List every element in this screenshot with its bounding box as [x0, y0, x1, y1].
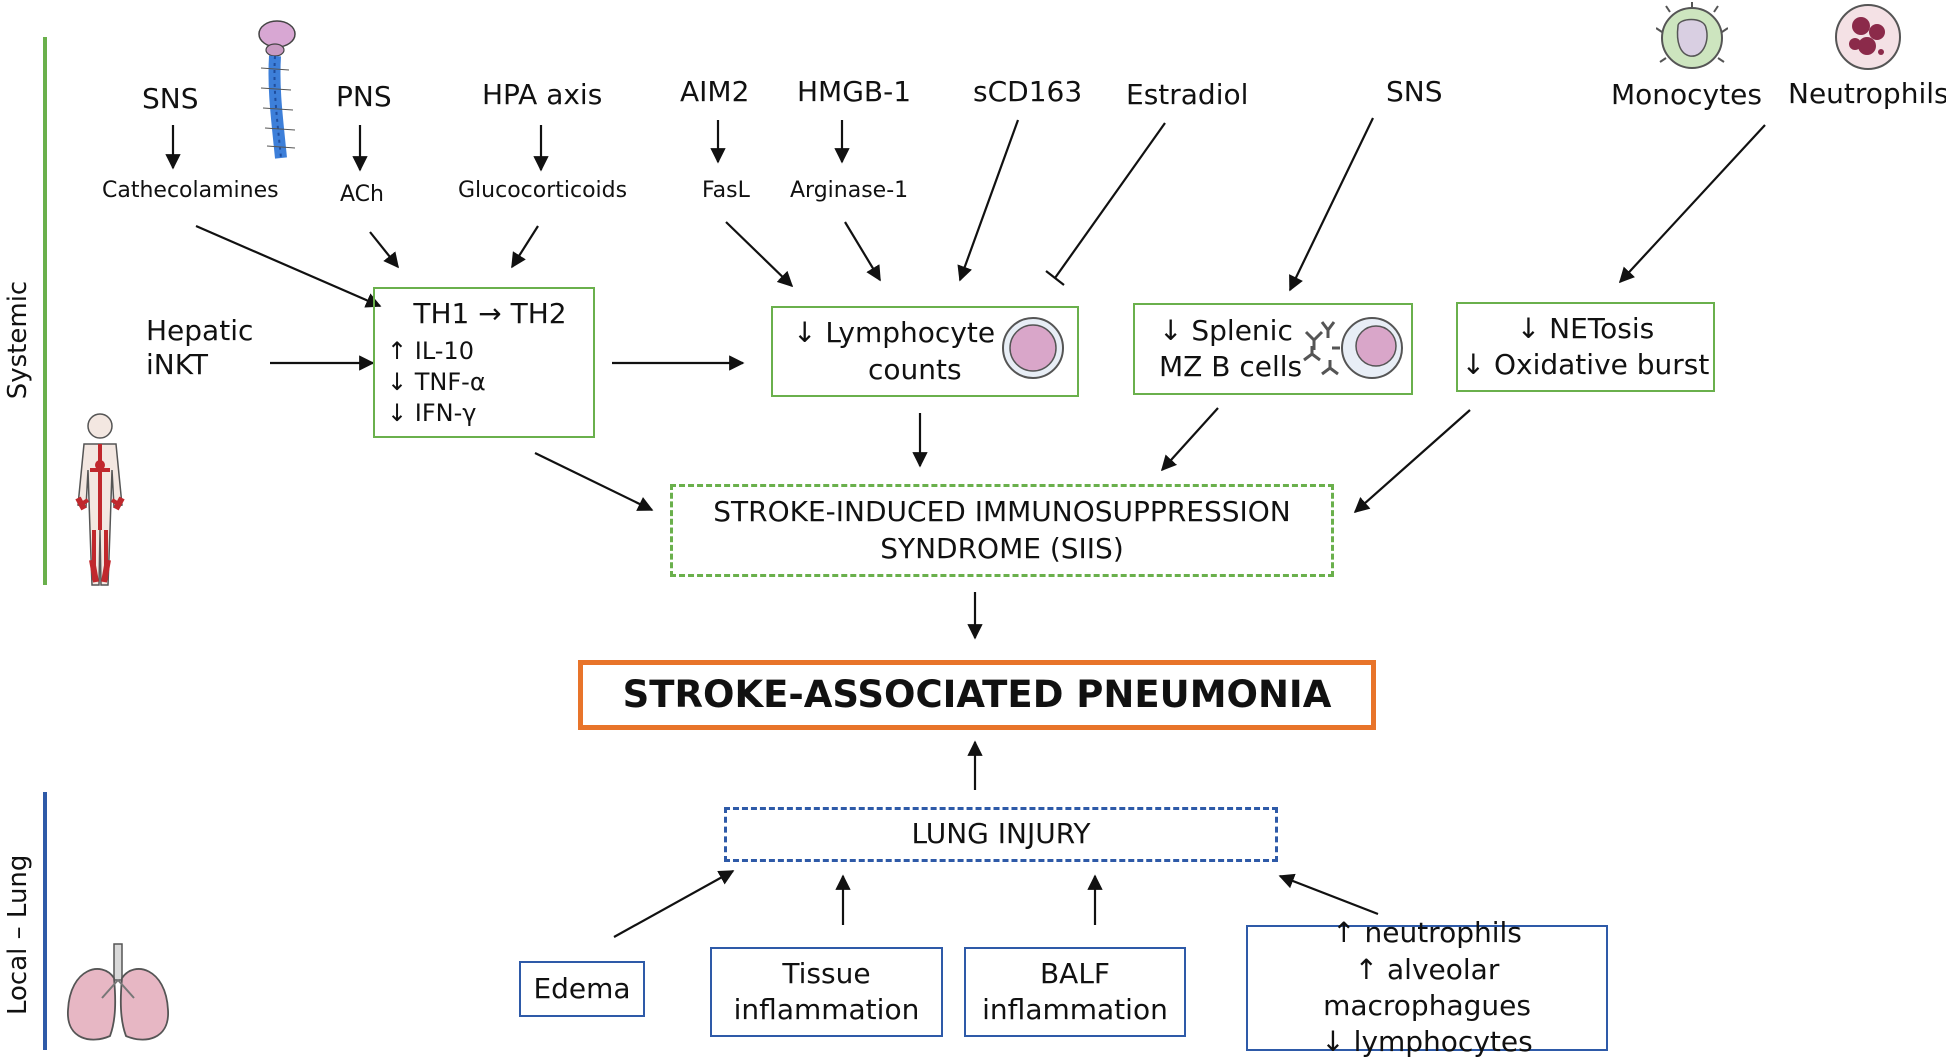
tissue-line-2: inflammation — [733, 993, 920, 1026]
arrow-scd163-lymphocyte — [957, 119, 1020, 282]
lymphocyte-icon — [1002, 317, 1064, 379]
edema-label: Edema — [533, 971, 631, 1005]
inhibit-estradiol-lymphocyte — [1054, 122, 1166, 279]
input-estradiol: Estradiol — [1126, 78, 1249, 111]
ach-label: ACh — [340, 182, 384, 207]
spinal-cord-icon — [258, 20, 296, 159]
cells-line-2: ↑ alveolar macrophagues — [1323, 952, 1531, 1022]
input-monocytes: Monocytes — [1611, 78, 1762, 111]
balf-line-2: inflammation — [982, 993, 1168, 1026]
th-item-tnf: ↓ TNF-α — [387, 368, 486, 397]
input-sns: SNS — [142, 82, 199, 115]
pneumonia-title: STROKE-ASSOCIATED PNEUMONIA — [622, 672, 1332, 716]
th-shift-title: TH1 → TH2 — [413, 296, 567, 330]
arrow-ach-th — [369, 231, 399, 269]
balf-line-1: BALF — [1039, 956, 1111, 990]
arrow-th-siis — [534, 452, 654, 511]
hepatic-line-2: iNKT — [146, 347, 209, 381]
th-item-ifn: ↓ IFN-γ — [387, 399, 477, 428]
splenic-line-2: MZ B cells — [1159, 350, 1303, 383]
systemic-label: Systemic — [3, 280, 33, 400]
edema-box: Edema — [519, 961, 645, 1017]
neutrophil-icon — [1835, 4, 1901, 70]
netosis-line-1: ↓ NETosis — [1516, 311, 1655, 345]
lymphocyte-line-1: ↓ Lymphocyte — [793, 316, 996, 350]
lungs-icon — [67, 943, 169, 1041]
lymphocyte-line-2: counts — [868, 352, 962, 386]
arrow-fasl-lymphocyte — [725, 221, 794, 288]
tissue-inflammation-box: Tissue inflammation — [710, 947, 943, 1037]
input-neutrophils: Neutrophils — [1788, 77, 1946, 110]
arrow-splenic-siis — [1160, 407, 1219, 472]
input-sns-2: SNS — [1386, 75, 1443, 108]
hepatic-inkt-label: Hepatic iNKT — [146, 314, 253, 381]
th-item-il10: ↑ IL-10 — [387, 336, 474, 365]
cells-line-3: ↓ lymphocytes — [1321, 1025, 1533, 1059]
input-hpa-axis: HPA axis — [482, 78, 603, 111]
glucocorticoids-label: Glucocorticoids — [458, 178, 628, 203]
siis-line-2: SYNDROME (SIIS) — [880, 531, 1124, 565]
arrow-sns-splenic — [1289, 117, 1374, 292]
input-hmgb1: HMGB-1 — [797, 75, 912, 108]
systemic-bar — [43, 37, 47, 585]
th-shift-box: TH1 → TH2 ↑ IL-10 ↓ TNF-α ↓ IFN-γ — [373, 287, 595, 438]
arrow-netosis-siis — [1353, 409, 1471, 514]
splenic-line-1: ↓ Splenic — [1159, 313, 1293, 347]
hepatic-line-1: Hepatic — [146, 314, 254, 347]
siis-box: STROKE-INDUCED IMMUNOSUPPRESSION SYNDROM… — [670, 484, 1334, 577]
arrow-catecholamines-th — [195, 224, 382, 308]
arrow-cells-lunginjury — [1278, 873, 1379, 916]
tissue-line-1: Tissue — [782, 956, 871, 990]
human-body-icon — [75, 413, 125, 586]
arrow-arginase-lymphocyte — [844, 221, 881, 282]
arrow-edema-lunginjury — [613, 870, 735, 938]
cells-line-1: ↑ neutrophils — [1332, 916, 1522, 950]
arginase-label: Arginase-1 — [790, 178, 909, 203]
lung-injury-box: LUNG INJURY — [724, 807, 1278, 862]
local-bar — [43, 792, 47, 1050]
catecholamines-label: Cathecolamines — [102, 178, 279, 203]
lung-injury-title: LUNG INJURY — [911, 817, 1091, 851]
lung-cells-box: ↑ neutrophils ↑ alveolar macrophagues ↓ … — [1246, 916, 1608, 1058]
netosis-box: ↓ NETosis ↓ Oxidative burst — [1456, 302, 1715, 392]
balf-inflammation-box: BALF inflammation — [964, 947, 1186, 1037]
inhibit-bar — [1045, 270, 1065, 286]
input-scd163: sCD163 — [973, 75, 1083, 108]
netosis-line-2: ↓ Oxidative burst — [1461, 348, 1710, 381]
splenic-mz-box: ↓ Splenic MZ B cells — [1133, 303, 1413, 395]
monocyte-icon — [1656, 2, 1728, 69]
pneumonia-box: STROKE-ASSOCIATED PNEUMONIA — [578, 660, 1376, 730]
b-cell-antibody-icon — [1303, 317, 1403, 379]
lymphocyte-counts-box: ↓ Lymphocyte counts — [771, 306, 1079, 397]
siis-line-1: STROKE-INDUCED IMMUNOSUPPRESSION — [713, 495, 1291, 529]
local-label: Local – Lung — [3, 854, 33, 1015]
input-aim2: AIM2 — [680, 75, 750, 108]
arrow-cells-netosis — [1618, 124, 1766, 284]
fasl-label: FasL — [702, 178, 750, 203]
arrow-glucocorticoids-th — [511, 225, 539, 269]
input-pns: PNS — [336, 80, 392, 113]
